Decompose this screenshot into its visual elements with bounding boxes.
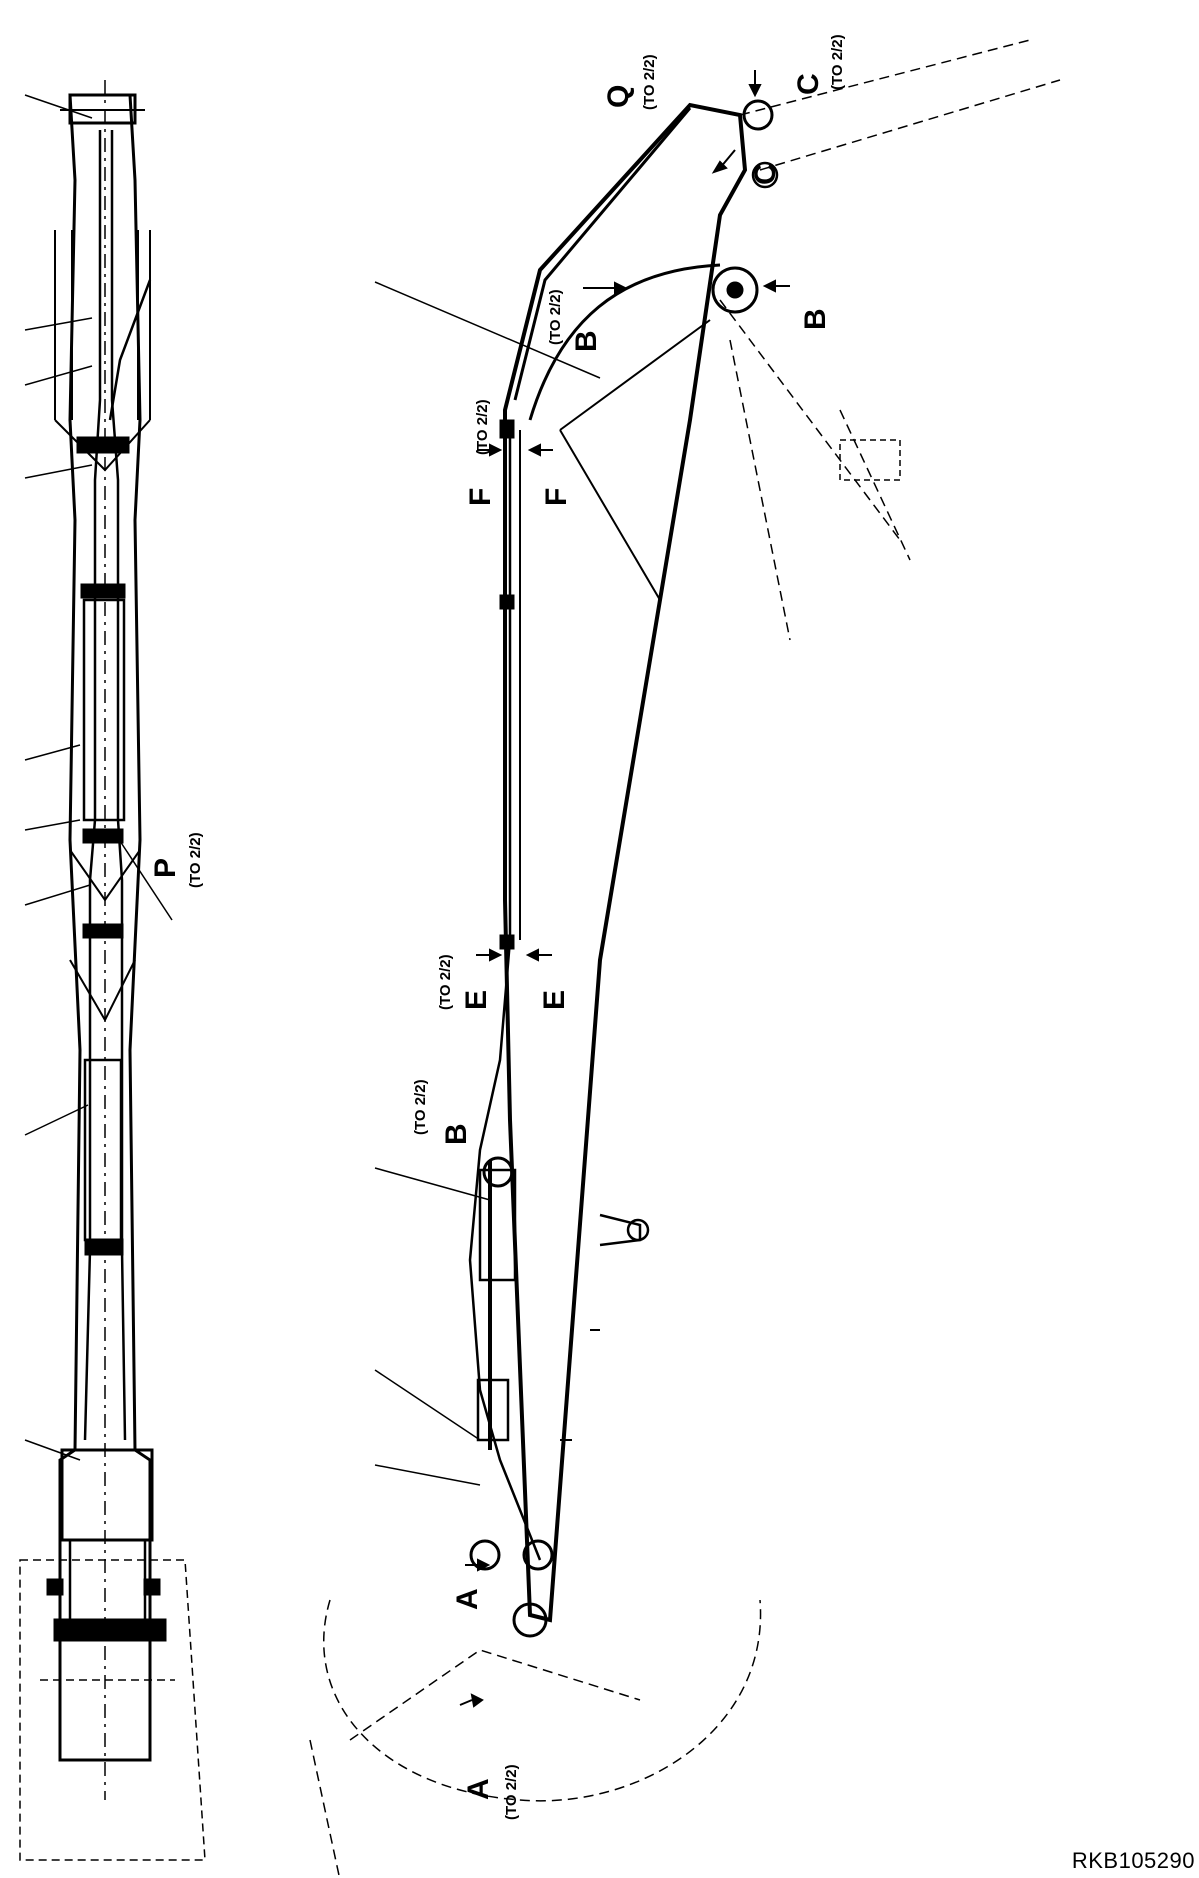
- callout-ref-B-bottom: (TO 2/2): [412, 1079, 429, 1135]
- drawing-code: RKB105290: [1071, 1848, 1195, 1873]
- callout-letter-E-right: E: [538, 990, 571, 1010]
- callout-E: (TO 2/2) E E: [437, 954, 571, 1010]
- callout-letter-E-left: E: [460, 990, 493, 1010]
- left-leader-lines: [24, 94, 93, 1461]
- callout-letter-B-bottom: B: [440, 1123, 473, 1145]
- right-leader-lines: [374, 281, 601, 1486]
- callout-C: C (TO 2/2) C: [749, 34, 846, 185]
- callout-ref-F: (TO 2/2): [474, 399, 491, 455]
- callout-B-bottom: (TO 2/2) B: [412, 1079, 473, 1145]
- callout-letter-C-2: C: [749, 163, 782, 185]
- callout-B-top: (TO 2/2) B B: [547, 289, 832, 352]
- callout-F: (TO 2/2) F F: [464, 399, 573, 506]
- callout-ref-P: (TO 2/2): [187, 832, 204, 888]
- callout-letter-A-lower: A: [462, 1778, 495, 1800]
- callout-ref-B-top: (TO 2/2): [547, 289, 564, 345]
- callout-letter-F-right: F: [540, 488, 573, 506]
- callout-ref-C: (TO 2/2): [829, 34, 846, 90]
- callout-letter-F-left: F: [464, 488, 497, 506]
- section-arrows: [459, 70, 790, 1708]
- callout-Q: Q (TO 2/2): [602, 54, 658, 110]
- boom-top-view: [19, 80, 206, 1861]
- callout-letter-Q: Q: [602, 85, 635, 108]
- callout-letter-P: P: [149, 858, 182, 878]
- callout-P: P (TO 2/2): [149, 832, 204, 888]
- callout-letter-C: C: [792, 73, 825, 95]
- callout-ref-E: (TO 2/2): [437, 954, 454, 1010]
- callout-ref-Q: (TO 2/2): [641, 54, 658, 110]
- callout-letter-A-upper: A: [451, 1588, 484, 1610]
- callout-letter-B-top-right: B: [799, 308, 832, 330]
- boom-side-view: [309, 39, 1061, 1878]
- callout-A: A A (TO 2/2): [451, 1588, 520, 1820]
- callout-letter-B-top-left: B: [570, 330, 603, 352]
- callout-ref-A: (TO 2/2): [503, 1764, 520, 1820]
